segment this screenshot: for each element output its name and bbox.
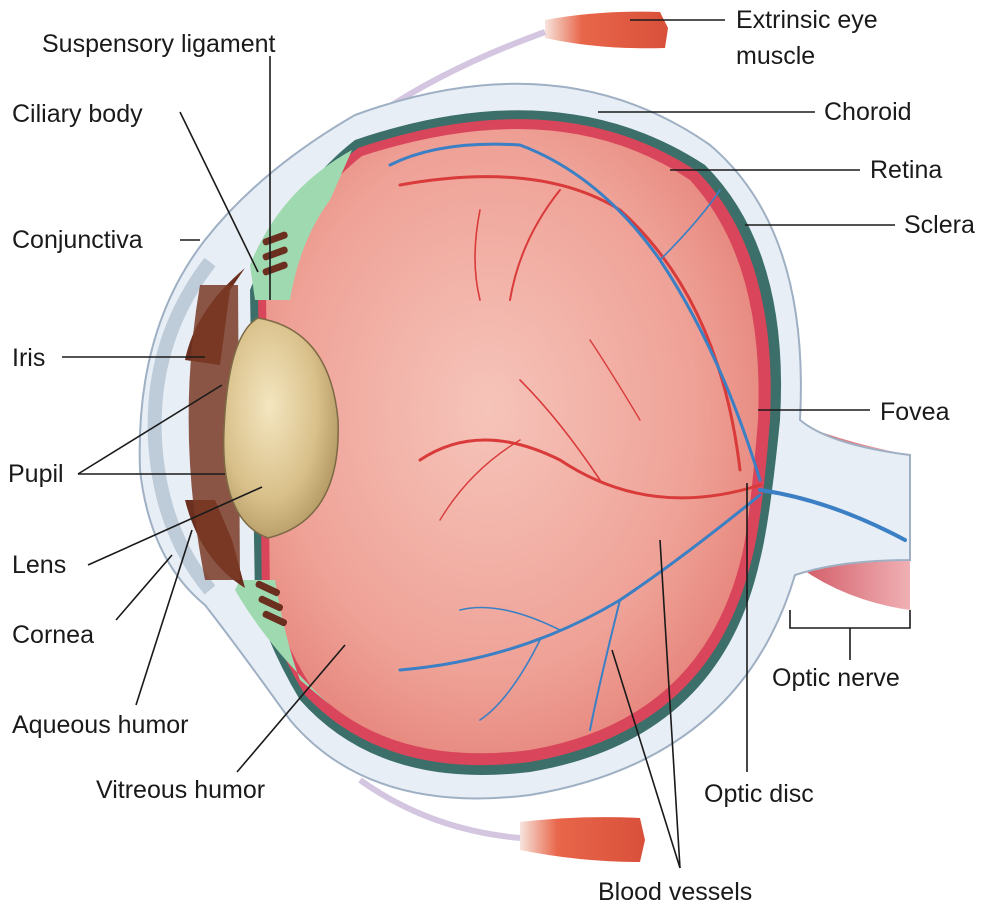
label-pupil: Pupil [8,460,64,488]
label-ciliary-body: Ciliary body [12,100,143,128]
label-vitreous-humor: Vitreous humor [96,776,265,804]
label-suspensory-ligament: Suspensory ligament [42,30,275,58]
label-fovea: Fovea [880,398,949,426]
label-conjunctiva: Conjunctiva [12,226,143,254]
label-iris: Iris [12,344,45,372]
label-sclera: Sclera [904,211,975,239]
label-blood-vessels: Blood vessels [598,878,752,906]
label-lens: Lens [12,551,66,579]
label-optic-disc: Optic disc [704,780,814,808]
extrinsic-muscle-top [545,12,668,49]
extrinsic-muscle-bottom [520,817,645,862]
leader-cornea [116,555,172,620]
label-choroid: Choroid [824,98,912,126]
label-extrinsic-eye-muscle-line1: Extrinsic eye [736,6,878,34]
optic-nerve-bracket [790,610,910,660]
label-retina: Retina [870,156,942,184]
label-aqueous-humor: Aqueous humor [12,711,189,739]
label-extrinsic-eye-muscle-line2: muscle [736,42,815,70]
label-optic-nerve: Optic nerve [772,664,900,692]
label-cornea: Cornea [12,621,94,649]
vitreous-humor [266,129,759,753]
